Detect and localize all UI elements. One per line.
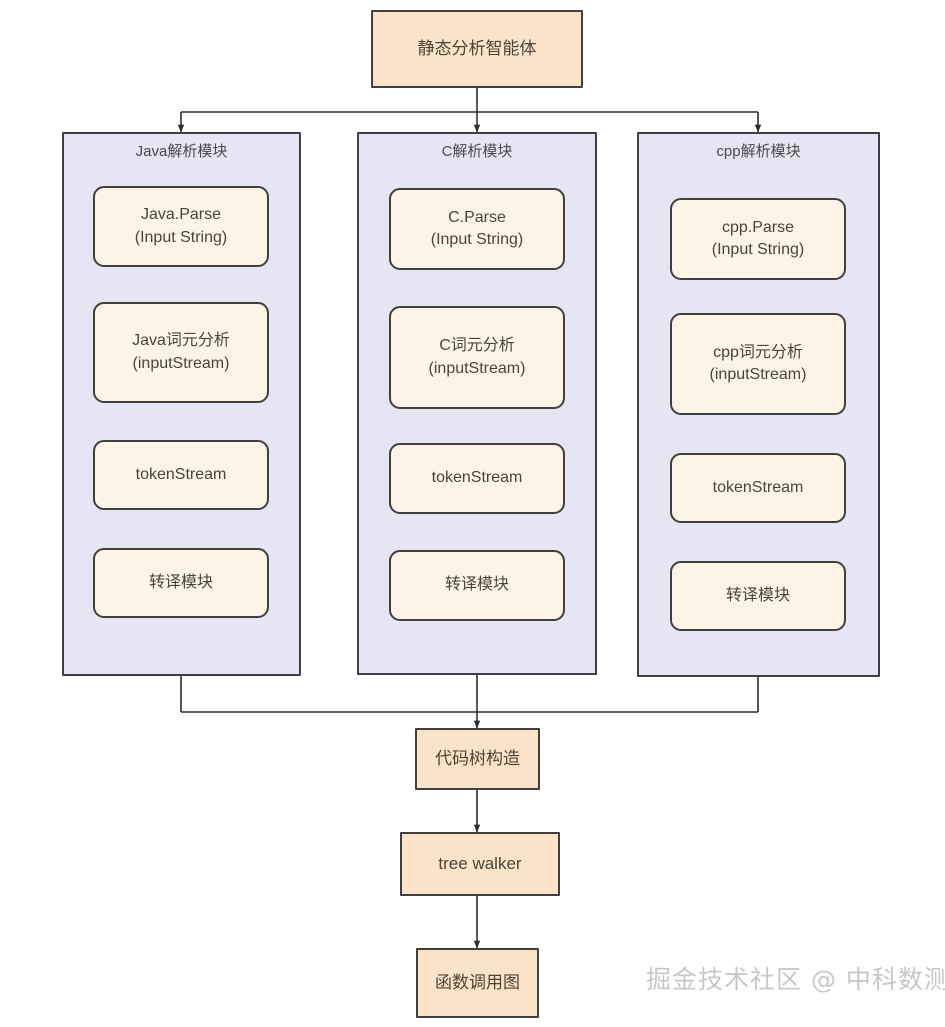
- node-label: tokenStream: [135, 465, 227, 483]
- node-static-analysis-agent[interactable]: 静态分析智能体: [371, 10, 583, 88]
- node-cpp-translator[interactable]: 转译模块: [670, 561, 846, 631]
- node-java-translator[interactable]: 转译模块: [93, 548, 269, 618]
- node-java-parse[interactable]: Java.Parse (Input String): [93, 186, 269, 267]
- node-label: cpp.Parse (Input String): [711, 218, 805, 258]
- watermark-text: 掘金技术社区 @ 中科数测: [646, 965, 945, 994]
- node-java-lexer[interactable]: Java词元分析 (inputStream): [93, 302, 269, 403]
- node-c-tokenstream[interactable]: tokenStream: [389, 443, 565, 514]
- node-cpp-lexer[interactable]: cpp词元分析 (inputStream): [670, 313, 846, 415]
- node-label: 代码树构造: [435, 749, 520, 769]
- node-c-parse[interactable]: C.Parse (Input String): [389, 188, 565, 270]
- node-c-lexer[interactable]: C词元分析 (inputStream): [389, 306, 565, 409]
- group-title-cpp: cpp解析模块: [716, 143, 801, 160]
- node-function-call-graph[interactable]: 函数调用图: [416, 948, 539, 1018]
- node-cpp-tokenstream[interactable]: tokenStream: [670, 453, 846, 523]
- node-label: 转译模块: [725, 586, 790, 604]
- node-label: Java.Parse (Input String): [134, 206, 228, 246]
- node-c-translator[interactable]: 转译模块: [389, 550, 565, 621]
- node-cpp-parse[interactable]: cpp.Parse (Input String): [670, 198, 846, 280]
- node-java-tokenstream[interactable]: tokenStream: [93, 440, 269, 510]
- node-code-tree-construction[interactable]: 代码树构造: [415, 728, 540, 790]
- node-label: C.Parse (Input String): [430, 208, 524, 248]
- node-label: C词元分析 (inputStream): [428, 337, 526, 377]
- group-title-c: C解析模块: [441, 143, 513, 160]
- node-label: tree walker: [438, 854, 522, 874]
- node-label: 函数调用图: [435, 973, 520, 993]
- node-tree-walker[interactable]: tree walker: [400, 832, 560, 896]
- node-label: 静态分析智能体: [417, 39, 537, 59]
- node-label: 转译模块: [148, 573, 213, 591]
- node-label: 转译模块: [444, 576, 509, 594]
- node-label: cpp词元分析 (inputStream): [709, 343, 807, 383]
- node-label: tokenStream: [712, 478, 804, 496]
- node-label: tokenStream: [431, 469, 523, 487]
- group-title-java: Java解析模块: [135, 143, 228, 160]
- node-label: Java词元分析 (inputStream): [132, 332, 230, 372]
